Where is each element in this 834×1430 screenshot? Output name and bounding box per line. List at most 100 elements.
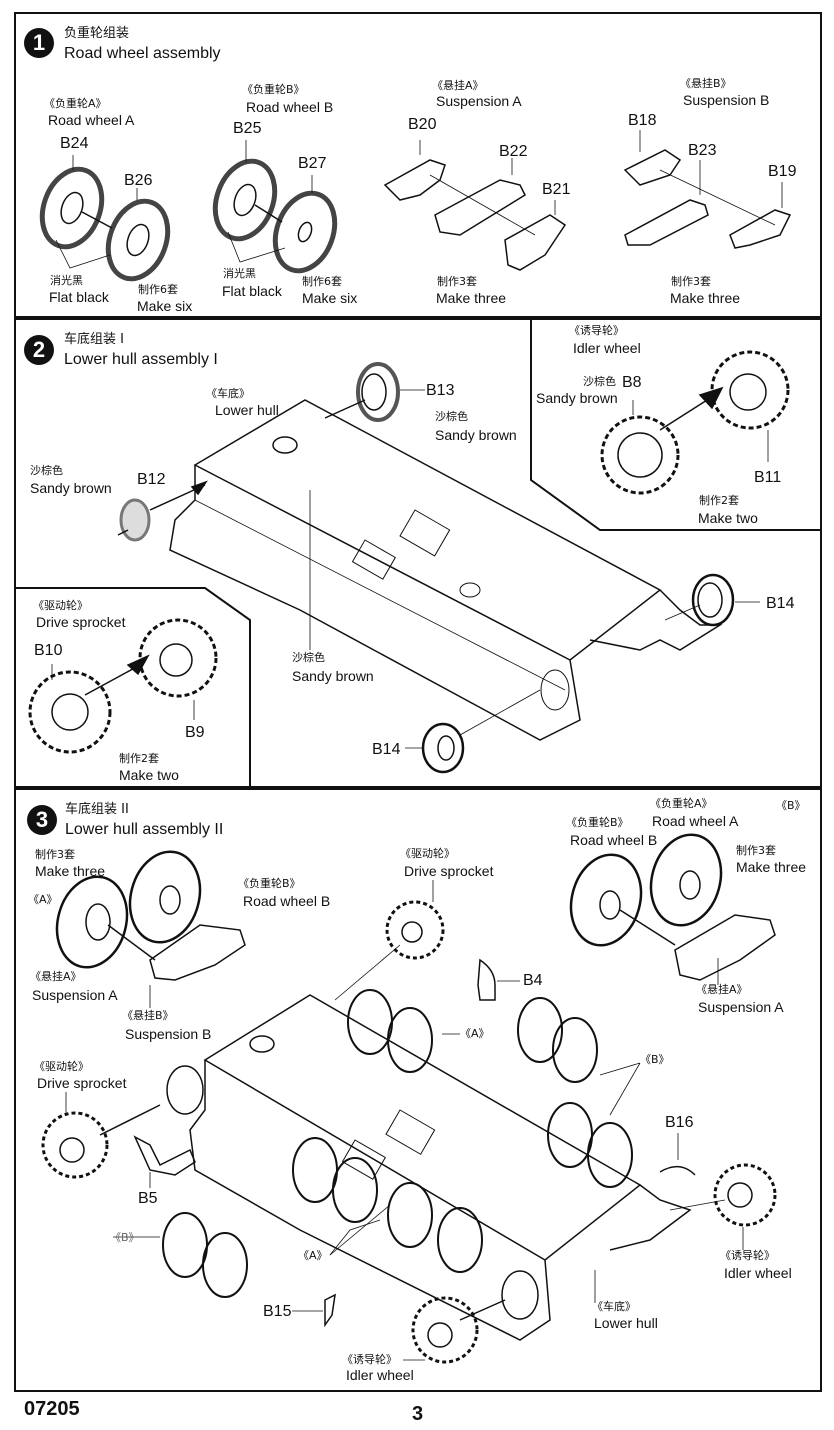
b5-drawing [133,1135,196,1176]
part-b14-bottom: B14 [372,741,401,758]
right-group-qty-en: Make three [736,859,807,875]
road-wheel-a-label-cn: 《负重轮A》 [44,97,107,110]
b12-drawing [117,480,208,542]
sprocket-left-label-en: Drive sprocket [37,1075,127,1091]
b13-paint-cn: 沙棕色 [435,410,468,423]
sprocket-top-label-cn: 《驱动轮》 [400,847,455,860]
step2-number: 2 [24,335,54,365]
part-b8: B8 [622,374,642,391]
tag-b-lower: 《B》 [110,1231,140,1244]
sprocket-inset-label-en: Drive sprocket [36,614,126,630]
idler-inset-qty-cn: 制作2套 [699,494,739,507]
sprocket-inset-drawing [28,618,218,754]
road-wheel-b-paint-cn: 消光黑 [223,267,256,280]
suspension-a-label-cn: 《悬挂A》 [432,79,484,92]
idler-inset-drawing [600,350,790,495]
road-wheel-a-qty-en: Make six [137,298,193,314]
step1-title-cn: 负重轮组装 [64,26,130,41]
part-b24: B24 [60,135,89,152]
right-group-susp-cn: 《悬挂A》 [696,983,748,996]
suspension-a-label-en: Suspension A [436,93,522,109]
page-number: 3 [412,1403,424,1425]
step3-number: 3 [27,805,57,835]
suspension-a-drawing [383,140,567,271]
idler-inset-qty-en: Make two [698,510,758,526]
sprocket-inset-qty-cn: 制作2套 [119,752,159,765]
tag-b-upper: 《B》 [640,1053,670,1066]
road-wheel-b-label-en: Road wheel B [246,99,334,115]
part-b9: B9 [185,724,205,741]
sprocket-top-label-en: Drive sprocket [404,863,494,879]
step1-panel [14,12,822,318]
b13-paint-en: Sandy brown [435,427,517,443]
part-b16: B16 [665,1114,694,1131]
b12-paint-en: Sandy brown [30,480,112,496]
suspension-b-drawing [623,130,792,249]
step2-drawing [14,318,822,788]
sprocket-inset-frame [14,587,251,788]
part-b13: B13 [426,382,455,399]
sprocket-inset-qty-en: Make two [119,767,179,783]
right-group-rw-b-en: Road wheel B [570,832,658,848]
right-group-qty-cn: 制作3套 [736,844,776,857]
suspension-b-qty-en: Make three [670,290,741,306]
right-group-rw-a-cn: 《负重轮A》 [650,797,713,810]
b14-bottom-drawing [405,689,541,774]
road-wheel-a-qty-cn: 制作6套 [138,283,178,296]
lower-hull-3-label-en: Lower hull [594,1315,658,1331]
lower-hull-label-cn: 《车底》 [206,387,250,400]
step1-number: 1 [24,28,54,58]
part-b27: B27 [298,155,327,172]
suspension-a-qty-en: Make three [436,290,507,306]
right-group-susp-en: Suspension A [698,999,784,1015]
idler-bottom-label-en: Idler wheel [346,1367,414,1383]
hull-paint-cn: 沙棕色 [292,651,325,664]
part-b14-right: B14 [766,595,795,612]
right-group-tag: 《B》 [776,799,806,812]
left-group-road-wheel-cn: 《负重轮B》 [238,877,301,890]
left-group-qty-cn: 制作3套 [35,848,75,861]
road-wheel-a-paint-cn: 消光黑 [50,274,83,287]
part-b5: B5 [138,1190,158,1207]
idler-inset-frame [530,318,822,531]
sprocket-left-drawing [41,1092,161,1179]
hull-paint-en: Sandy brown [292,668,374,684]
right-group-rw-b-cn: 《负重轮B》 [566,816,629,829]
left-group-tag: 《A》 [28,893,58,906]
road-wheel-b-qty-cn: 制作6套 [302,275,342,288]
idler-inset-label-cn: 《诱导轮》 [569,324,624,337]
right-group-rw-a-en: Road wheel A [652,813,739,829]
b12-paint-cn: 沙棕色 [30,464,63,477]
part-b22: B22 [499,143,528,160]
part-b19: B19 [768,163,797,180]
b13-drawing [324,362,425,422]
part-b18: B18 [628,112,657,129]
step3-title-en: Lower hull assembly II [65,821,224,838]
left-group-road-wheel-en: Road wheel B [243,893,331,909]
idler-right-drawing [669,1163,777,1250]
step2-title-en: Lower hull assembly I [64,351,218,368]
part-b20: B20 [408,116,437,133]
suspension-a-qty-cn: 制作3套 [437,275,477,288]
step2-title-cn: 车底组装 I [64,332,124,347]
lower-hull-label-en: Lower hull [215,402,279,418]
idler-bottom-drawing [403,1296,506,1364]
step1-drawing [39,130,792,282]
right-group-drawing [569,833,776,985]
mounted-wheels-drawing [162,989,633,1298]
idler-inset-label-en: Idler wheel [573,340,641,356]
road-wheel-b-label-cn: 《负重轮B》 [242,83,305,96]
left-group-drawing [55,850,246,1008]
idler-right-label-en: Idler wheel [724,1265,792,1281]
b14-right-drawing [664,573,760,627]
road-wheel-b-drawing [212,140,338,274]
idler-bottom-label-cn: 《诱导轮》 [342,1353,397,1366]
part-b25: B25 [233,120,262,137]
left-group-susp-b-en: Suspension B [125,1026,212,1042]
road-wheel-b-paint-en: Flat black [222,283,282,299]
lower-hull-3-drawing [166,994,692,1341]
road-wheel-b-qty-en: Make six [302,290,358,306]
suspension-b-label-cn: 《悬挂B》 [680,77,732,90]
step3-title-cn: 车底组装 II [65,802,129,817]
road-wheel-a-paint-en: Flat black [49,289,109,305]
